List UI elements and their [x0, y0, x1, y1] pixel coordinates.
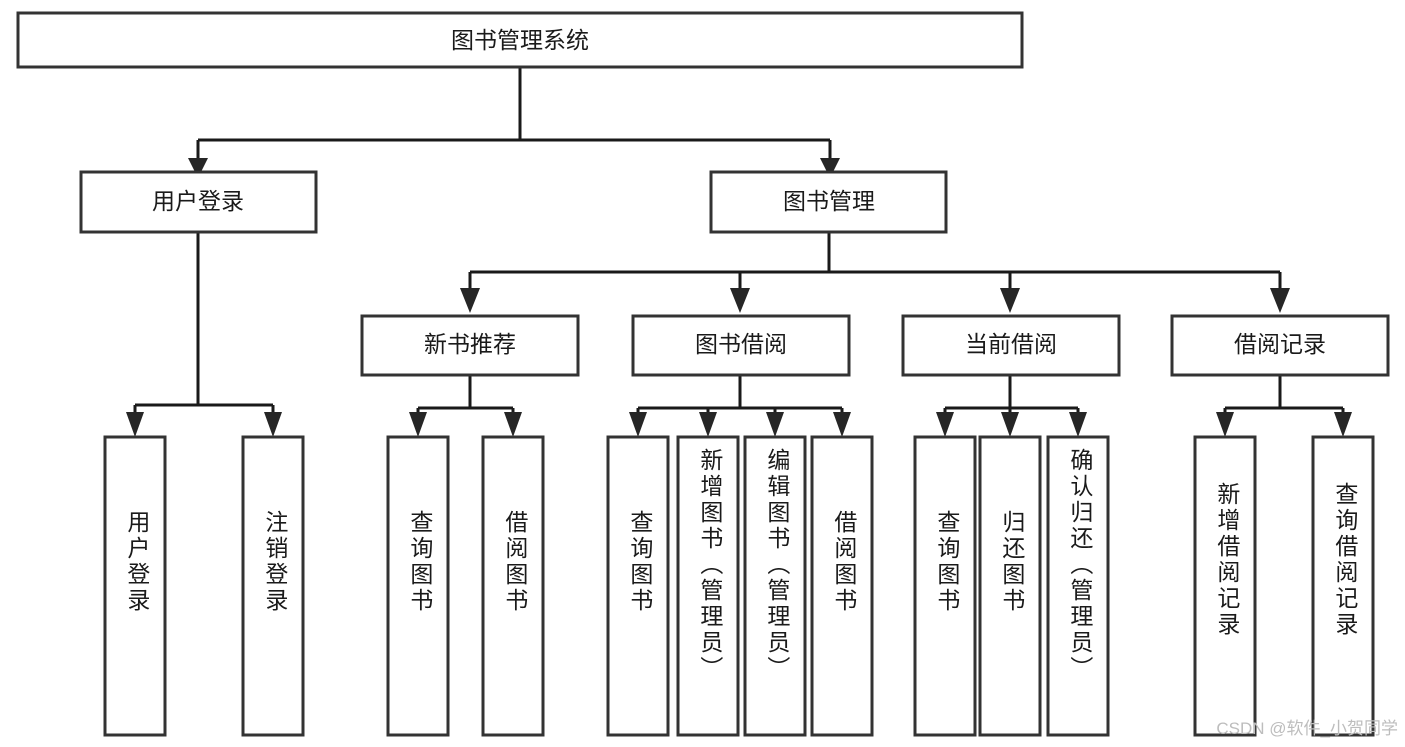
arrow-icon-leaf-confirm-return [1069, 412, 1087, 437]
node-borrow-record[interactable]: 借阅记录 [1170, 314, 1390, 377]
node-leaf-borrow-book-2-label: 借阅图书 [831, 510, 858, 614]
node-leaf-query-book-2-label: 查询图书 [627, 510, 654, 614]
connector-root-bus [196, 67, 832, 160]
node-leaf-user-logout-box[interactable] [241, 435, 305, 737]
node-leaf-query-book-1-label: 查询图书 [407, 510, 434, 614]
node-leaf-add-book[interactable]: 新增图书（管理员） [676, 435, 740, 737]
connector-book-manage-bus [468, 232, 1282, 305]
node-new-book-recommend[interactable]: 新书推荐 [360, 314, 580, 377]
node-user-login-box[interactable] [79, 170, 318, 234]
node-root-box[interactable] [16, 11, 1024, 69]
node-user-login-label: 用户登录 [152, 188, 244, 214]
arrow-icon-new-book-recommend [460, 288, 480, 313]
node-leaf-query-record-label: 查询借阅记录 [1332, 482, 1359, 638]
arrow-icon-leaf-add-book [699, 412, 717, 437]
node-leaf-query-book-3-label: 查询图书 [934, 510, 961, 614]
node-leaf-query-record-box[interactable] [1311, 435, 1375, 737]
node-root-label: 图书管理系统 [451, 27, 589, 53]
node-leaf-add-record-box[interactable] [1193, 435, 1257, 737]
node-leaf-confirm-return-box[interactable] [1046, 435, 1110, 737]
node-leaf-borrow-book-2-box[interactable] [810, 435, 874, 737]
node-leaf-borrow-book-1-box[interactable] [481, 435, 545, 737]
arrow-icon-leaf-query-record [1334, 412, 1352, 437]
arrow-icon-leaf-return-book [1001, 412, 1019, 437]
arrow-icon-book-manage [820, 158, 840, 178]
arrow-icon-leaf-edit-book [766, 412, 784, 437]
connector-borrow-record-bus [1223, 375, 1345, 427]
node-leaf-add-book-box[interactable] [676, 435, 740, 737]
node-leaf-return-book-box[interactable] [978, 435, 1042, 737]
node-leaf-query-book-1-box[interactable] [386, 435, 450, 737]
arrow-icon-leaf-query-book-2 [629, 412, 647, 437]
node-leaf-edit-book-box[interactable] [743, 435, 807, 737]
node-current-borrow-label: 当前借阅 [965, 331, 1057, 357]
arrow-icon-borrow-record [1270, 288, 1290, 313]
node-new-book-recommend-label: 新书推荐 [424, 331, 516, 357]
node-leaf-edit-book[interactable]: 编辑图书（管理员） [743, 435, 807, 737]
node-leaf-borrow-book-1-label: 借阅图书 [502, 510, 529, 614]
node-leaf-confirm-return[interactable]: 确认归还（管理员） [1046, 435, 1110, 737]
arrow-icon-leaf-query-book-1 [409, 412, 427, 437]
connector-book-borrow-bus [636, 375, 844, 427]
node-book-manage[interactable]: 图书管理 [709, 170, 948, 234]
node-root[interactable]: 图书管理系统 [16, 11, 1024, 69]
arrow-icon-book-borrow [730, 288, 750, 313]
node-leaf-return-book[interactable]: 归还图书 [978, 435, 1042, 737]
arrow-icon-leaf-user-login [126, 412, 144, 437]
node-leaf-borrow-book-1[interactable]: 借阅图书 [481, 435, 545, 737]
node-borrow-record-label: 借阅记录 [1234, 331, 1326, 357]
node-borrow-record-box[interactable] [1170, 314, 1390, 377]
arrow-icon-leaf-add-record [1216, 412, 1234, 437]
node-current-borrow-box[interactable] [901, 314, 1121, 377]
node-book-manage-label: 图书管理 [783, 188, 875, 214]
node-leaf-query-book-2-box[interactable] [606, 435, 670, 737]
node-new-book-recommend-box[interactable] [360, 314, 580, 377]
node-leaf-query-record[interactable]: 查询借阅记录 [1311, 435, 1375, 737]
node-user-login[interactable]: 用户登录 [79, 170, 318, 234]
node-leaf-user-login-label: 用户登录 [124, 510, 151, 614]
node-leaf-query-book-3[interactable]: 查询图书 [913, 435, 977, 737]
node-leaf-query-book-1[interactable]: 查询图书 [386, 435, 450, 737]
arrow-icon-leaf-borrow-book-2 [833, 412, 851, 437]
node-leaf-query-book-2[interactable]: 查询图书 [606, 435, 670, 737]
node-leaf-return-book-label: 归还图书 [999, 510, 1026, 614]
node-leaf-add-record[interactable]: 新增借阅记录 [1193, 435, 1257, 737]
node-book-borrow[interactable]: 图书借阅 [631, 314, 851, 377]
node-book-manage-box[interactable] [709, 170, 948, 234]
node-leaf-confirm-return-label: 确认归还（管理员） [1067, 448, 1094, 682]
node-leaf-add-record-label: 新增借阅记录 [1214, 482, 1241, 638]
node-leaf-borrow-book-2[interactable]: 借阅图书 [810, 435, 874, 737]
arrow-icon-leaf-query-book-3 [936, 412, 954, 437]
arrow-icon-leaf-user-logout [264, 412, 282, 437]
node-leaf-user-logout[interactable]: 注销登录 [241, 435, 305, 737]
arrowhead-layer [126, 158, 1352, 437]
node-current-borrow[interactable]: 当前借阅 [901, 314, 1121, 377]
node-leaf-add-book-label: 新增图书（管理员） [697, 448, 724, 682]
node-leaf-user-login-box[interactable] [103, 435, 167, 737]
node-leaf-user-logout-label: 注销登录 [262, 510, 289, 614]
node-leaf-query-book-3-box[interactable] [913, 435, 977, 737]
csdn-watermark: CSDN @软件_小贺同学 [1216, 719, 1398, 738]
connector-user-login-bus [133, 232, 275, 427]
node-leaf-user-login[interactable]: 用户登录 [103, 435, 167, 737]
connector-new-book-recommend-bus [416, 375, 515, 427]
node-leaf-edit-book-label: 编辑图书（管理员） [764, 448, 791, 682]
arrow-icon-leaf-borrow-book-1 [504, 412, 522, 437]
arrow-icon-user-login [188, 158, 208, 178]
node-book-borrow-label: 图书借阅 [695, 331, 787, 357]
arrow-icon-current-borrow [1000, 288, 1020, 313]
node-book-borrow-box[interactable] [631, 314, 851, 377]
